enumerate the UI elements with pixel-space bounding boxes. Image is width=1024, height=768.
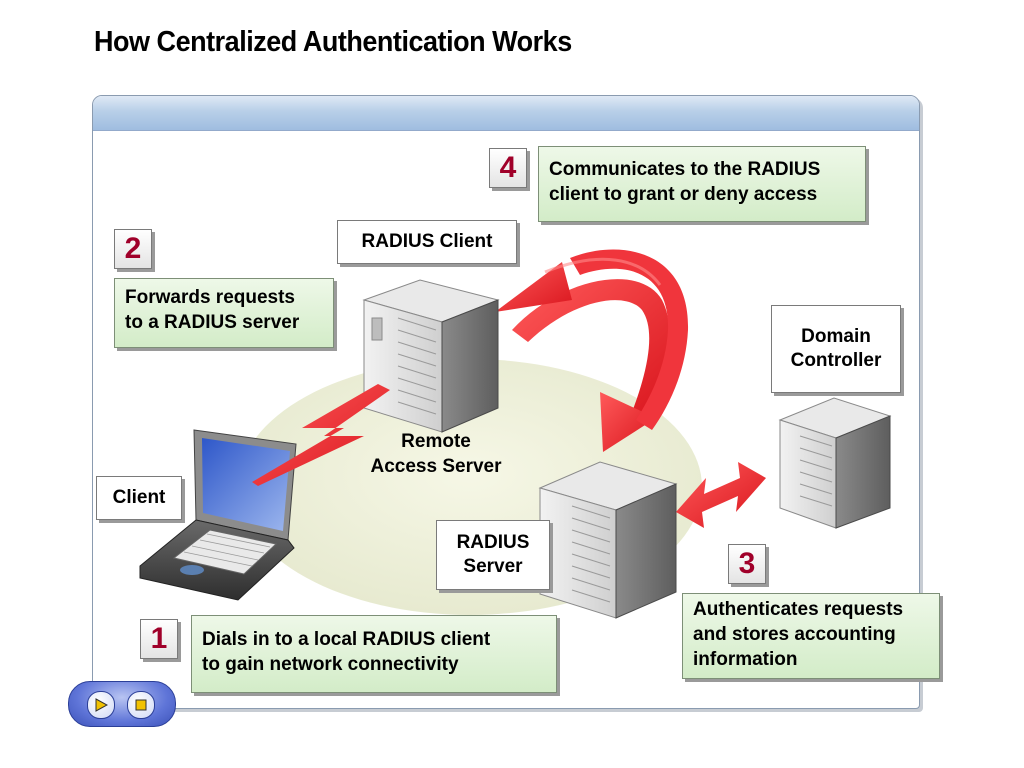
step-number-4: 4	[489, 148, 527, 188]
step-1-description: Dials in to a local RADIUS client to gai…	[191, 615, 557, 693]
page-title: How Centralized Authentication Works	[94, 26, 572, 58]
domain-controller-label: Domain Controller	[771, 305, 901, 393]
laptop-icon	[139, 429, 297, 601]
slide-navigation-control	[68, 681, 176, 727]
play-button[interactable]	[87, 691, 115, 719]
radius-server-icon	[538, 461, 678, 619]
radius-client-label: RADIUS Client	[337, 220, 517, 264]
frame-header-bar	[93, 96, 919, 131]
remote-access-server-label: Remote Access Server	[370, 431, 502, 477]
double-arrow-icon	[676, 462, 766, 528]
step-2-description: Forwards requests to a RADIUS server	[114, 278, 334, 348]
curved-arrow-icon	[495, 249, 689, 452]
client-label: Client	[96, 476, 182, 520]
domain-controller-server-icon	[778, 397, 892, 529]
step-number-2: 2	[114, 229, 152, 269]
step-3-description: Authenticates requests and stores accoun…	[682, 593, 940, 679]
step-4-description: Communicates to the RADIUS client to gra…	[538, 146, 866, 222]
play-icon	[95, 698, 108, 712]
stop-icon	[135, 699, 147, 711]
radius-server-label: RADIUS Server	[436, 520, 550, 590]
step-number-1: 1	[140, 619, 178, 659]
stop-button[interactable]	[127, 691, 155, 719]
radius-client-server-icon	[362, 279, 500, 433]
lightning-bolt-icon	[252, 384, 390, 486]
step-number-3: 3	[728, 544, 766, 584]
